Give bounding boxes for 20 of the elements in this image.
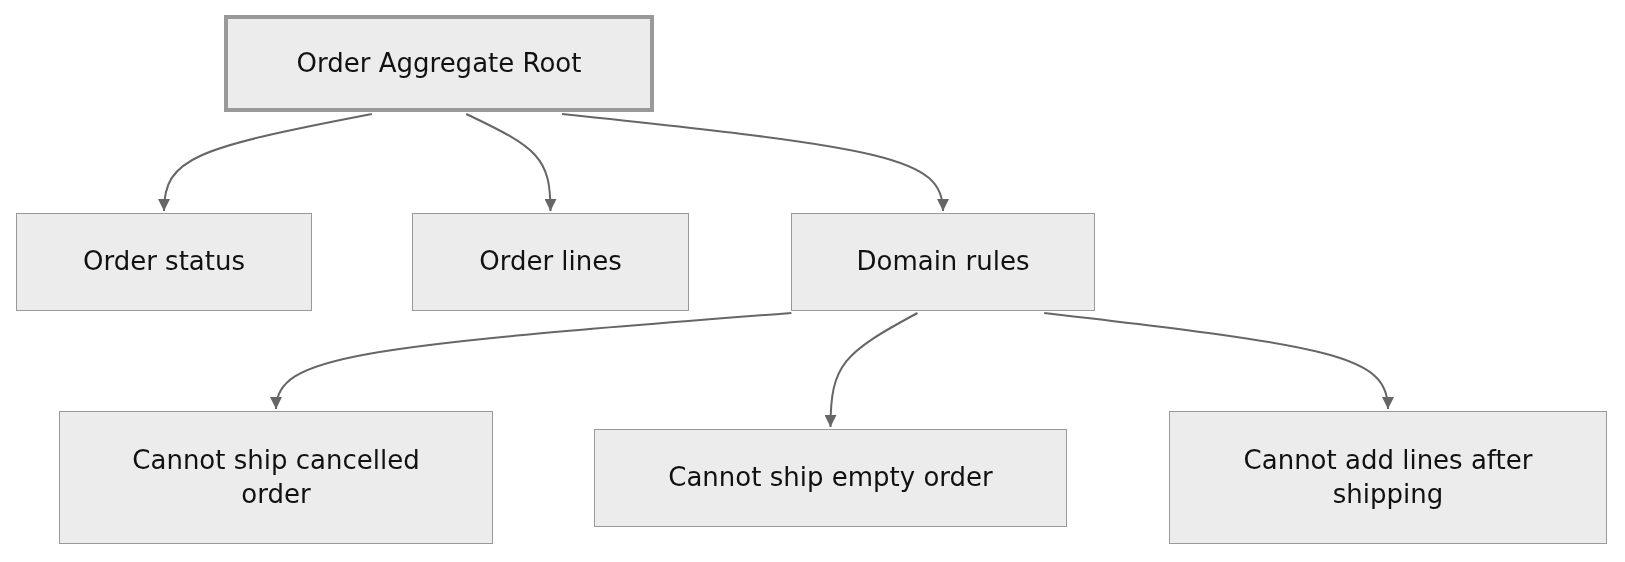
node-label: Order status <box>82 245 245 279</box>
node-label: Order Aggregate Root <box>296 46 582 80</box>
node-label: Cannot add lines after shipping <box>1242 443 1534 511</box>
process-box <box>412 213 689 311</box>
arrow <box>158 113 373 212</box>
node-label: Order lines <box>479 245 622 279</box>
process-box <box>791 213 1095 311</box>
process-box <box>1169 411 1607 544</box>
node-label: Cannot ship cancelled order <box>131 443 421 511</box>
arrow <box>465 113 557 212</box>
process-box <box>16 213 312 311</box>
arrow <box>824 312 919 428</box>
arrow <box>1043 312 1393 410</box>
aggregate-box <box>224 15 654 112</box>
process-box <box>594 429 1067 527</box>
node-label: Cannot ship empty order <box>668 461 993 495</box>
node-label: Domain rules <box>856 245 1030 279</box>
arrow <box>271 312 793 410</box>
process-box <box>59 411 493 544</box>
arrow <box>561 113 948 212</box>
